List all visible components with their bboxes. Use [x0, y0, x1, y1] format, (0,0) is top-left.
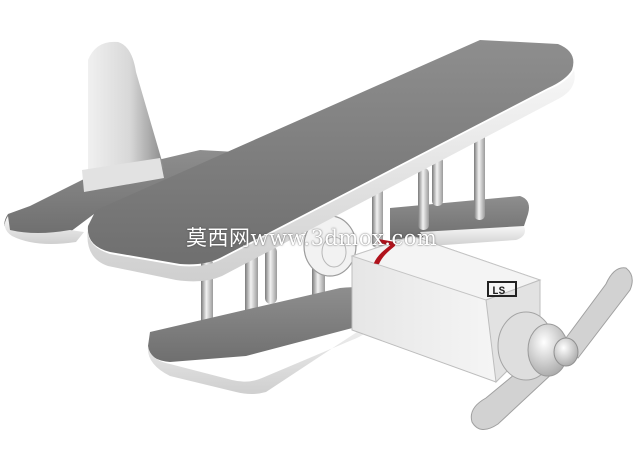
lower-wing-left: [147, 287, 376, 394]
propeller: [470, 267, 633, 430]
upper-wing: [87, 40, 575, 282]
svg-text:LS: LS: [492, 286, 506, 298]
tail-stabilizer: [4, 150, 237, 244]
fuselage-logo: LS: [487, 281, 517, 298]
tail-fin: [82, 41, 164, 192]
watermark-text: 莫西网www.3dmox.com: [186, 226, 438, 250]
